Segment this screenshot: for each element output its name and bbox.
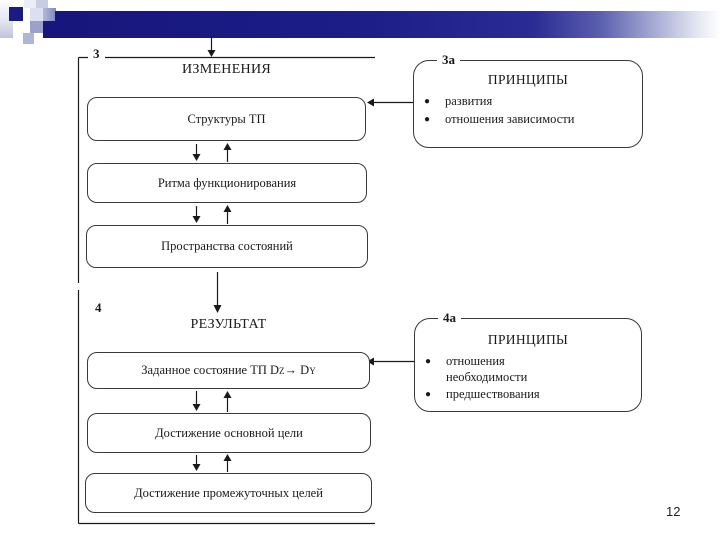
decoration-square [43,8,56,21]
arrowhead-down-icon [192,464,201,471]
arrowhead-down-icon [192,216,201,223]
panel-4a-title: ПРИНЦИПЫ [487,332,569,347]
bullet-item: ● развития [424,94,642,110]
section4-title: РЕЗУЛЬТАТ [190,317,267,332]
state-text-part: → D [284,363,310,377]
arrow-pair-3 [192,391,232,412]
panel-3a-title: ПРИНЦИПЫ [487,72,569,87]
header-bar [55,11,720,38]
decoration-square [23,33,34,44]
bullet-icon: ● [424,114,431,125]
decoration-square [36,0,48,9]
bullet-icon: ● [425,389,432,400]
decoration-square [9,7,23,21]
arrowhead-down-icon [192,404,201,411]
section4a-label: 4а [438,310,461,325]
arrowhead-left-icon [367,98,374,107]
arrowhead-up-icon [223,391,232,398]
bullet-icon: ● [425,356,432,367]
arrowhead-up-icon [223,205,232,212]
flow-box-structure: Структуры ТП [87,97,366,141]
principles-panel-4a: ПРИНЦИПЫ ● отношения необходимости ● пре… [414,318,642,412]
bullet-text: предшествования [446,387,540,401]
bullet-item: ● отношения необходимости [425,354,641,385]
flow-box-main-goal: Достижение основной цели [87,413,371,453]
panel-3a-bullets: ● развития ● отношения зависимости [414,94,642,128]
panel-4a-bullets: ● отношения необходимости ● предшествова… [415,354,641,403]
bullet-text: развития [445,94,493,108]
state-text-part: Заданное состояние ТП D [141,363,280,377]
section3a-label: 3а [437,52,460,67]
state-subscript: Y [309,365,316,376]
arrow-pair-1 [192,143,232,162]
decoration-square [30,21,43,33]
principles-panel-3a: ПРИНЦИПЫ ● развития ● отношения зависимо… [413,60,643,148]
arrowhead-down-icon [207,50,216,57]
state-subscript: Z [279,365,285,376]
bullet-icon: ● [424,96,431,107]
bullet-text: отношения зависимости [445,112,575,126]
arrowhead-up-icon [223,454,232,461]
principles-arrow-4a [367,357,414,366]
top-arrow [207,36,216,57]
bullet-item: ● отношения зависимости [424,112,642,128]
bullet-text: отношения необходимости [446,354,528,384]
flow-box-rhythm: Ритма функционирования [87,163,367,203]
arrowhead-up-icon [223,143,232,150]
section3-bracket [77,56,375,283]
arrow-pair-4 [192,454,232,472]
flow-box-intermediate-goals: Достижение промежуточных целей [85,473,372,513]
arrowhead-left-icon [367,357,374,366]
arrow-pair-2 [192,205,232,224]
section-link-arrow [213,272,222,313]
section4-bracket [77,290,375,525]
decoration-square [24,0,36,8]
section3-label: 3 [88,46,105,61]
arrowhead-down-icon [213,305,222,313]
section3-title: ИЗМЕНЕНИЯ [181,62,272,77]
arrowhead-down-icon [192,154,201,161]
section4-label: 4 [90,300,107,315]
decoration-square [43,21,56,38]
decoration-square [30,8,43,21]
flow-box-state-space: Пространства состояний [86,225,368,268]
principles-arrow-3a [367,98,414,107]
bullet-item: ● предшествования [425,387,641,403]
page-number: 12 [666,504,681,519]
